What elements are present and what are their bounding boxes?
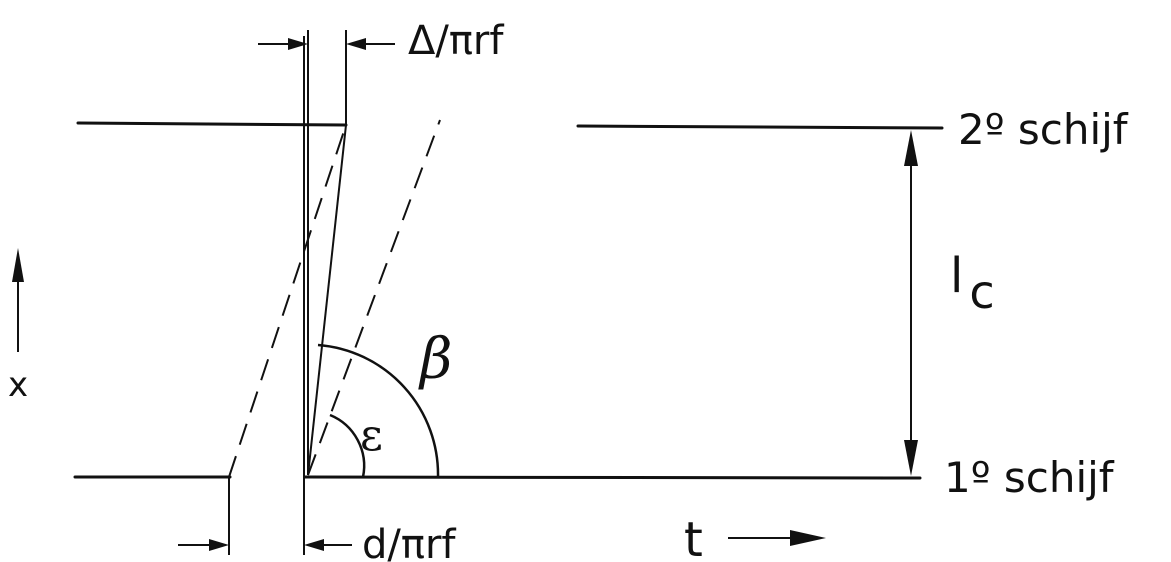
length-arrowhead-bottom bbox=[904, 440, 918, 476]
x-axis-arrowhead bbox=[12, 248, 24, 282]
t-axis-arrowhead bbox=[790, 530, 826, 546]
x-axis-label: x bbox=[8, 365, 28, 405]
d-arrowhead-left bbox=[209, 539, 229, 551]
epsilon-arc bbox=[329, 413, 366, 478]
disk2-label: 2º schijf bbox=[958, 105, 1129, 154]
upper-disk-line-right bbox=[576, 124, 944, 130]
disk1-label: 1º schijf bbox=[944, 453, 1115, 502]
d-arrowhead-right bbox=[304, 539, 324, 551]
delta-arrowhead-right bbox=[346, 38, 366, 50]
beta-label: β bbox=[418, 327, 452, 392]
beta-arc bbox=[317, 343, 440, 478]
epsilon-label: ε bbox=[360, 410, 383, 461]
length-subscript-label: c bbox=[969, 265, 994, 319]
length-main-label: l bbox=[950, 248, 963, 304]
d-gap-label: d/πrf bbox=[362, 522, 456, 562]
delta-arrowhead-left bbox=[288, 38, 308, 50]
lower-disk-line-right bbox=[303, 475, 922, 480]
upper-disk-line-left bbox=[76, 121, 348, 127]
dashed-line-inner bbox=[307, 119, 441, 476]
dashed-line-outer bbox=[228, 124, 347, 478]
t-axis-label: t bbox=[684, 512, 703, 562]
delta-gap-label: Δ/πrf bbox=[408, 18, 504, 64]
length-arrowhead-top bbox=[904, 130, 918, 166]
slanted-edge-line bbox=[307, 124, 347, 476]
